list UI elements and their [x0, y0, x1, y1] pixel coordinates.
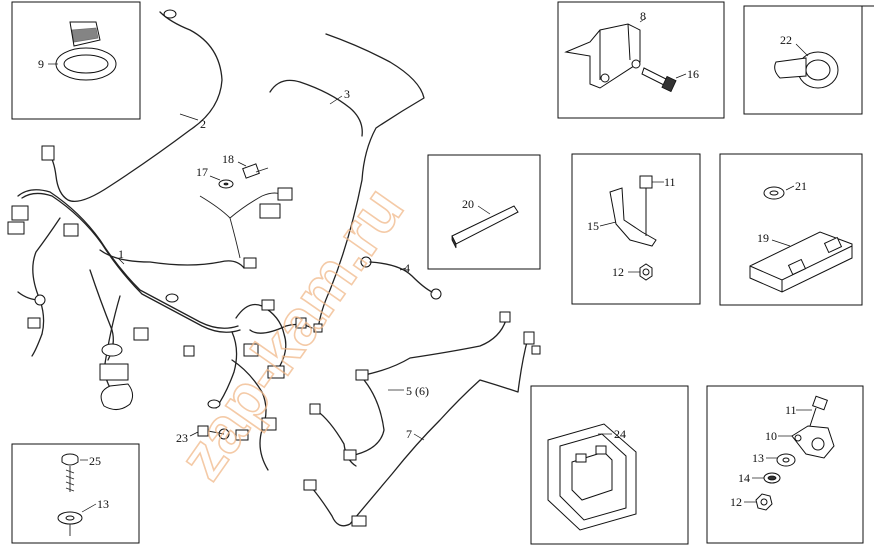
callout-4: 4: [404, 261, 410, 275]
callout-9: 9: [38, 57, 44, 71]
harness-1: 1: [7, 187, 313, 471]
harness-2: 2: [41, 9, 223, 203]
callout-24: 24: [614, 427, 626, 441]
inset-box-20: 20: [427, 154, 541, 270]
nut-12-icon: [639, 263, 653, 281]
watermark: zap-kam.ru: [164, 174, 417, 492]
bracket-19-icon: [749, 231, 853, 293]
callout-8: 8: [640, 9, 646, 23]
callout-17: 17: [196, 165, 208, 179]
washer-21-icon: [763, 186, 785, 200]
inset-box-24: 24: [530, 385, 689, 545]
callout-12-a: 12: [612, 265, 624, 279]
clamp-10-icon: [791, 425, 835, 459]
callout-2: 2: [200, 117, 206, 131]
callout-21: 21: [795, 179, 807, 193]
bracket-8-icon: [564, 23, 641, 89]
callout-10: 10: [765, 429, 777, 443]
callout-11-b: 11: [785, 403, 797, 417]
washer-13-b-icon: [776, 453, 796, 467]
callout-23: 23: [176, 431, 188, 445]
harness-5-6: 5 (6): [309, 311, 511, 467]
callout-7: 7: [406, 427, 412, 441]
inset-box-22: 22: [743, 5, 863, 115]
callout-3: 3: [344, 87, 350, 101]
inset-box-11-12-15: 11 15 12: [571, 153, 701, 305]
cable-4: 4: [360, 256, 442, 300]
callout-1: 1: [118, 247, 124, 261]
callout-20: 20: [462, 197, 474, 211]
harness-7: 7: [303, 331, 541, 527]
bolt-11-icon: [639, 175, 653, 236]
inset-box-8-16: 8 16: [557, 1, 725, 119]
harness-3: 3: [269, 33, 425, 333]
clamp-9-icon: [55, 21, 117, 81]
callout-25: 25: [89, 454, 101, 468]
callout-12-b: 12: [730, 495, 742, 509]
grommet-24-icon: [547, 423, 637, 531]
callout-15: 15: [587, 219, 599, 233]
callout-22: 22: [780, 33, 792, 47]
bracket-15-icon: [609, 187, 657, 247]
callout-11-a: 11: [664, 175, 676, 189]
clip-22-icon: [774, 51, 839, 89]
inset-box-19-21: 21 19: [719, 153, 863, 306]
bolt-23: 23: [176, 425, 225, 445]
fasteners-17-18: 17 18: [196, 152, 269, 189]
bolt-16-icon: [641, 67, 677, 93]
strip-20-icon: [451, 205, 519, 249]
callout-16: 16: [687, 67, 699, 81]
callout-19: 19: [757, 231, 769, 245]
nut-12-b-icon: [755, 493, 773, 511]
callout-13-a: 13: [97, 497, 109, 511]
inset-box-9: 9: [11, 1, 141, 120]
washer-13-a-icon: [57, 511, 83, 536]
callout-18: 18: [222, 152, 234, 166]
inset-box-13-25: 25 13: [11, 443, 140, 544]
callout-13-b: 13: [752, 451, 764, 465]
callout-5-6: 5 (6): [406, 384, 429, 398]
inset-box-10-14: 11 10 13 14 12: [706, 385, 864, 544]
lockwasher-14-icon: [763, 472, 781, 484]
callout-14: 14: [738, 471, 750, 485]
screw-25-icon: [61, 453, 79, 492]
